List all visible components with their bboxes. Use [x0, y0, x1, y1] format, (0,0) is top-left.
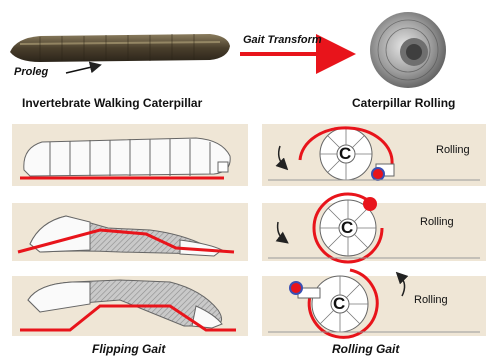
center-letter-3: C [333, 294, 345, 314]
flipping-gait-caption: Flipping Gait [92, 342, 165, 356]
rolling-wheel-3 [268, 270, 480, 337]
flipping-body-1 [24, 138, 230, 176]
rolling-gait-caption: Rolling Gait [332, 342, 399, 356]
rolling-label-3: Rolling [414, 294, 448, 306]
rolling-wheel-2 [268, 194, 480, 262]
rolling-label-2: Rolling [420, 216, 454, 228]
center-letter-1: C [339, 144, 351, 164]
center-letter-2: C [341, 218, 353, 238]
rolling-label-1: Rolling [436, 144, 470, 156]
